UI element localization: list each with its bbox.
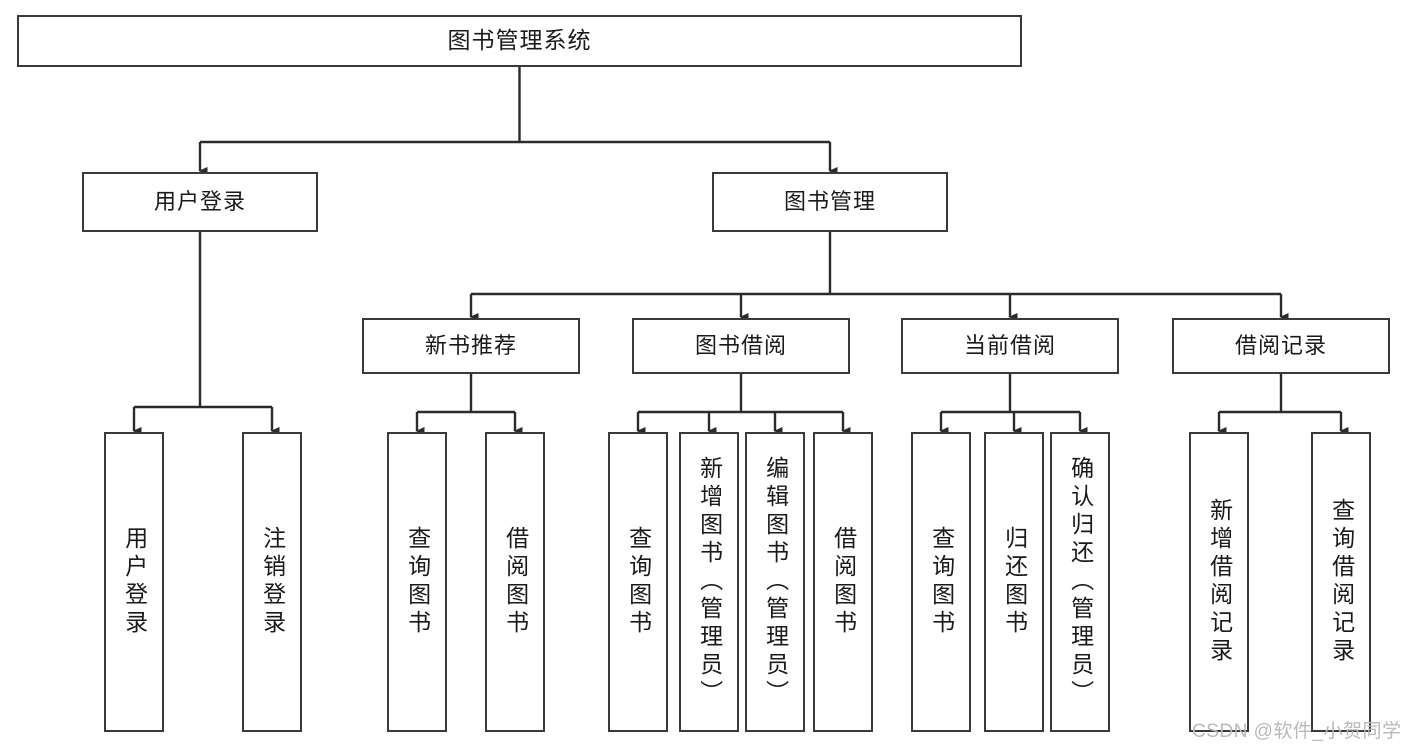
node-new-book-recommend[interactable]: 新书推荐 <box>362 318 580 374</box>
node-book-manage-label: 图书管理 <box>783 188 876 214</box>
node-leaf-query-record[interactable]: 查询借阅记录 <box>1311 432 1371 732</box>
node-leaf-edit-book[interactable]: 编辑图书（管理员） <box>745 432 805 732</box>
node-leaf-user-login[interactable]: 用户登录 <box>104 432 164 732</box>
node-leaf-confirm-return-label: 确认归还（管理员） <box>1067 456 1094 708</box>
node-current-borrow-label: 当前借阅 <box>963 332 1056 358</box>
csdn-watermark: CSDN @软件_小贺同学 <box>1192 721 1402 742</box>
node-user-login[interactable]: 用户登录 <box>82 172 318 232</box>
node-leaf-query-book-1-label: 查询图书 <box>404 526 431 638</box>
node-leaf-borrow-book-1-label: 借阅图书 <box>502 526 529 638</box>
node-leaf-query-book-3-label: 查询图书 <box>928 526 955 638</box>
node-new-book-recommend-label: 新书推荐 <box>424 332 517 358</box>
node-leaf-add-book[interactable]: 新增图书（管理员） <box>679 432 739 732</box>
node-root-label: 图书管理系统 <box>447 27 592 54</box>
node-leaf-add-book-label: 新增图书（管理员） <box>696 456 723 708</box>
edge-group <box>132 67 1349 436</box>
node-leaf-confirm-return[interactable]: 确认归还（管理员） <box>1050 432 1110 732</box>
node-leaf-logout[interactable]: 注销登录 <box>242 432 302 732</box>
node-user-login-label: 用户登录 <box>153 188 246 214</box>
node-borrow-record[interactable]: 借阅记录 <box>1172 318 1390 374</box>
node-leaf-query-book-3[interactable]: 查询图书 <box>911 432 971 732</box>
node-leaf-borrow-book-2[interactable]: 借阅图书 <box>813 432 873 732</box>
node-leaf-query-record-label: 查询借阅记录 <box>1328 498 1355 666</box>
node-leaf-query-book-1[interactable]: 查询图书 <box>387 432 447 732</box>
node-leaf-user-login-label: 用户登录 <box>121 526 148 638</box>
node-book-borrow-label: 图书借阅 <box>694 332 787 358</box>
node-book-manage[interactable]: 图书管理 <box>712 172 948 232</box>
node-leaf-return-book[interactable]: 归还图书 <box>984 432 1044 732</box>
node-leaf-query-book-2-label: 查询图书 <box>625 526 652 638</box>
node-leaf-add-record-label: 新增借阅记录 <box>1206 498 1233 666</box>
node-leaf-edit-book-label: 编辑图书（管理员） <box>762 456 789 708</box>
node-leaf-return-book-label: 归还图书 <box>1001 526 1028 638</box>
node-leaf-add-record[interactable]: 新增借阅记录 <box>1189 432 1249 732</box>
node-leaf-borrow-book-2-label: 借阅图书 <box>830 526 857 638</box>
node-root[interactable]: 图书管理系统 <box>17 15 1022 67</box>
node-leaf-logout-label: 注销登录 <box>259 526 286 638</box>
node-leaf-borrow-book-1[interactable]: 借阅图书 <box>485 432 545 732</box>
node-borrow-record-label: 借阅记录 <box>1234 332 1327 358</box>
node-book-borrow[interactable]: 图书借阅 <box>632 318 850 374</box>
node-current-borrow[interactable]: 当前借阅 <box>901 318 1119 374</box>
node-leaf-query-book-2[interactable]: 查询图书 <box>608 432 668 732</box>
